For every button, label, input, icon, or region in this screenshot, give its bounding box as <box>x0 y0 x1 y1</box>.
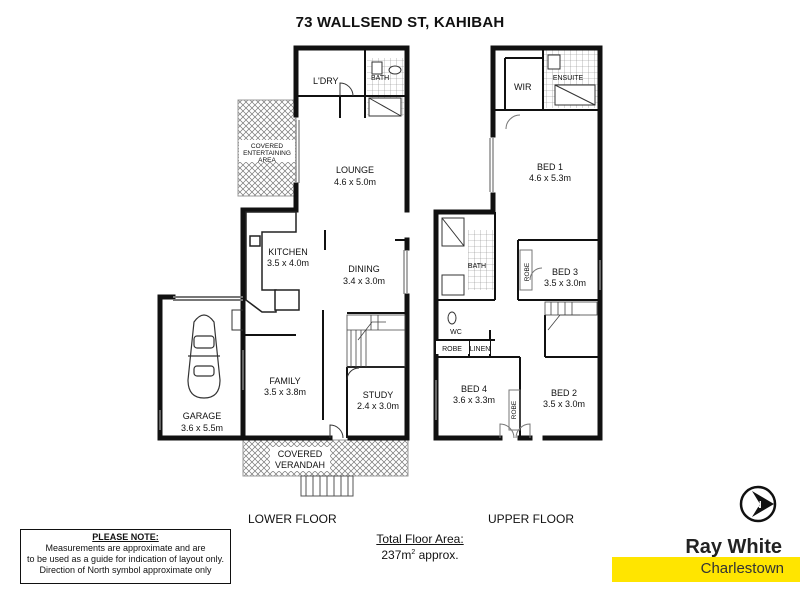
total-area-superscript: 2 <box>411 549 416 556</box>
total-area-value: 237m <box>381 548 412 562</box>
kitchen-size: 3.5 x 4.0m <box>267 258 309 268</box>
north-letter: N <box>754 500 761 511</box>
family-label: FAMILY <box>269 376 300 386</box>
kitchen-label: KITCHEN <box>268 247 308 257</box>
upper-bath-label: BATH <box>468 263 486 270</box>
garage-label: GARAGE <box>183 411 222 421</box>
ensuite-label: ENSUITE <box>553 75 584 82</box>
wir-label: WIR <box>514 82 532 92</box>
lower-bath-label: BATH <box>371 75 389 82</box>
upper-floor-plan <box>433 45 603 441</box>
lounge-label: LOUNGE <box>336 165 374 175</box>
note-line-3: Direction of North symbol approximate on… <box>39 565 212 575</box>
disclaimer-note: PLEASE NOTE: Measurements are approximat… <box>20 529 231 584</box>
lower-floor-plan <box>157 45 410 497</box>
laundry-label: L'DRY <box>313 76 339 86</box>
bed4-size: 3.6 x 3.3m <box>453 395 495 405</box>
study-label: STUDY <box>363 390 394 400</box>
upper-bath-tiles <box>468 230 495 290</box>
upper-floor-title: UPPER FLOOR <box>488 512 575 526</box>
robe-label: ROBE <box>442 346 462 353</box>
bed2-robe-label: ROBE <box>511 400 518 419</box>
covered-entertaining-label-1: COVERED <box>251 143 283 150</box>
note-line-1: Measurements are approximate and are <box>45 543 206 553</box>
dining-size: 3.4 x 3.0m <box>343 276 385 286</box>
bed1-size: 4.6 x 5.3m <box>529 173 571 183</box>
covered-entertaining-label-3: AREA <box>258 157 276 164</box>
bed3-size: 3.5 x 3.0m <box>544 278 586 288</box>
upper-floor-labels: WIR ENSUITE BED 1 4.6 x 5.3m BATH ROBE B… <box>442 75 586 419</box>
study-size: 2.4 x 3.0m <box>357 401 399 411</box>
total-floor-area: Total Floor Area: 237m2 approx. <box>320 533 520 562</box>
family-size: 3.5 x 3.8m <box>264 387 306 397</box>
bath-fixtures <box>368 61 402 117</box>
brand-office: Charlestown <box>700 560 784 577</box>
lower-floor-title: LOWER FLOOR <box>248 512 337 526</box>
total-area-label: Total Floor Area: <box>376 532 464 546</box>
garage-size: 3.6 x 5.5m <box>181 423 223 433</box>
property-title: 73 WALLSEND ST, KAHIBAH <box>295 14 505 31</box>
note-line-2: to be used as a guide for indication of … <box>27 554 224 564</box>
north-arrow-icon: N <box>739 485 777 523</box>
bed1-label: BED 1 <box>537 162 563 172</box>
linen-label: LINEN <box>470 346 491 353</box>
brand-bar <box>612 557 800 582</box>
lounge-size: 4.6 x 5.0m <box>334 177 376 187</box>
kitchen-bench <box>245 211 300 313</box>
bed3-robe-label: ROBE <box>524 262 531 281</box>
bed2-size: 3.5 x 3.0m <box>543 399 585 409</box>
car-icon <box>187 314 221 399</box>
verandah-label-2: VERANDAH <box>275 460 325 470</box>
brand-logo: Ray White <box>685 536 782 558</box>
dining-label: DINING <box>348 264 380 274</box>
verandah-steps <box>300 475 354 497</box>
lower-floor-labels: L'DRY BATH COVERED ENTERTAINING AREA LOU… <box>181 75 399 470</box>
note-heading: PLEASE NOTE: <box>92 532 159 542</box>
bed3-label: BED 3 <box>552 267 578 277</box>
agency-brand: Ray White Charlestown <box>612 530 800 600</box>
stairs-upper <box>544 301 598 331</box>
total-area-suffix: approx. <box>415 548 459 562</box>
verandah-label-1: COVERED <box>278 449 323 459</box>
stairs-lower <box>346 314 406 368</box>
bed4-label: BED 4 <box>461 384 487 394</box>
bed2-label: BED 2 <box>551 388 577 398</box>
wc-label: WC <box>450 329 462 336</box>
covered-entertaining-label-2: ENTERTAINING <box>243 150 291 157</box>
